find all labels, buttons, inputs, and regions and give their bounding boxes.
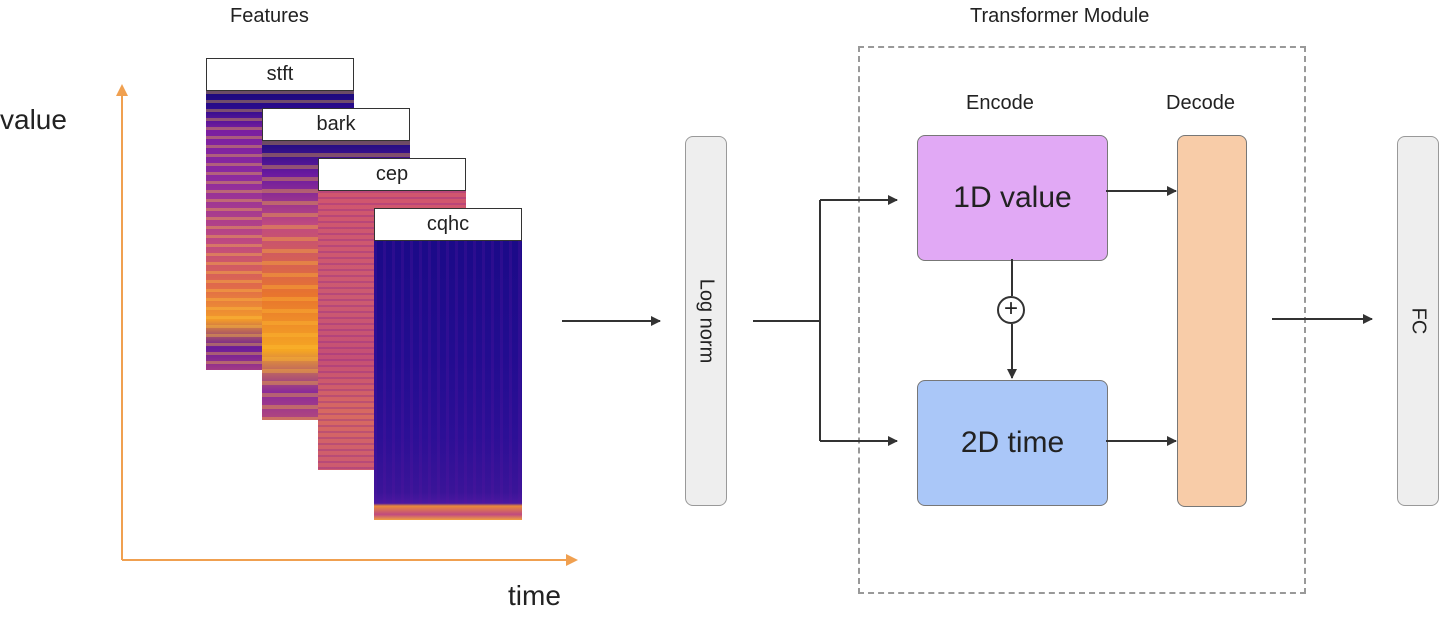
encode-label: Encode xyxy=(966,92,1034,114)
time-encoder-label: 2D time xyxy=(960,426,1065,459)
combine-plus-icon: + xyxy=(997,296,1025,324)
time-encoder-block: 2D time xyxy=(917,380,1108,506)
feature-label: stft xyxy=(206,58,354,91)
feature-label: cqhc xyxy=(374,208,522,241)
value-encoder-label: 1D value xyxy=(953,181,1072,214)
feature-label: bark xyxy=(262,108,410,141)
features-title: Features xyxy=(230,5,309,27)
x-axis-label: time xyxy=(508,580,561,611)
cqhc-spectrogram xyxy=(374,241,522,520)
value-encoder-block: 1D value xyxy=(917,135,1108,261)
fc-block: FC xyxy=(1397,136,1439,506)
transformer-module-title: Transformer Module xyxy=(970,5,1150,27)
y-axis-label: value xyxy=(0,104,67,135)
log-norm-block: Log norm xyxy=(685,136,727,506)
decode-label: Decode xyxy=(1166,92,1235,114)
feature-card-cqhc: cqhc xyxy=(374,208,522,520)
decoder-block xyxy=(1177,135,1247,507)
feature-label: cep xyxy=(318,158,466,191)
